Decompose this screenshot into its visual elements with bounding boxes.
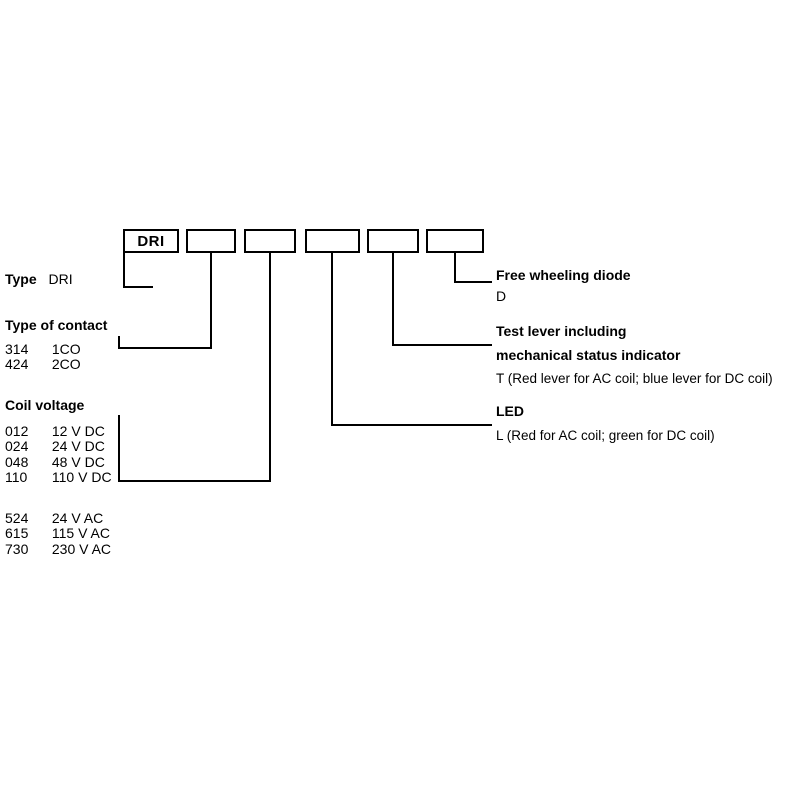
connector-diode-horizontal	[454, 281, 492, 283]
type-row: Type DRI	[5, 271, 73, 287]
connector-contact-horizontal	[118, 347, 212, 349]
code-box-diode	[426, 229, 484, 253]
coil-value: 12 V DC	[51, 423, 105, 439]
coil-row: 110 110 V DC	[5, 469, 112, 486]
code-box-test-lever	[367, 229, 419, 253]
contact-value: 2CO	[51, 356, 81, 373]
coil-row: 524 24 V AC	[5, 510, 111, 526]
connector-test-horizontal	[392, 344, 492, 346]
connector-coil-horizontal	[118, 480, 271, 482]
led-heading: LED	[496, 403, 524, 419]
type-label: Type	[5, 271, 37, 287]
type-value: DRI	[48, 271, 73, 287]
code-box-type-label: DRI	[137, 232, 165, 250]
coil-code: 730	[5, 540, 29, 557]
contact-heading: Type of contact	[5, 317, 108, 333]
connector-coil-vertical	[269, 252, 271, 482]
coil-ac-rows: 524 24 V AC 615 115 V AC 730 230 V AC	[5, 510, 112, 557]
connector-type-horizontal	[123, 286, 153, 288]
diode-value: D	[496, 288, 507, 304]
connector-diode-vertical	[454, 252, 456, 283]
coil-code: 012	[5, 423, 29, 439]
coil-heading: Coil voltage	[5, 397, 85, 413]
test-lever-value: T (Red lever for AC coil; blue lever for…	[496, 371, 773, 386]
contact-value: 1CO	[51, 341, 81, 357]
code-box-coil-voltage	[244, 229, 296, 253]
coil-row: 048 48 V DC	[5, 453, 112, 470]
test-lever-heading-line2: mechanical status indicator	[496, 347, 681, 363]
connector-contact-bracket	[118, 336, 120, 349]
diode-heading: Free wheeling diode	[496, 267, 631, 283]
coil-code: 615	[5, 525, 29, 542]
led-value: L (Red for AC coil; green for DC coil)	[496, 428, 715, 443]
code-box-contact	[186, 229, 236, 253]
contact-code: 424	[5, 356, 29, 373]
coil-value: 115 V AC	[51, 525, 111, 542]
code-box-type: DRI	[123, 229, 179, 253]
coil-code: 110	[5, 469, 28, 486]
coil-value: 24 V AC	[51, 510, 104, 526]
coil-code: 024	[5, 438, 29, 455]
coil-value: 24 V DC	[51, 438, 105, 455]
connector-contact-vertical	[210, 252, 212, 349]
coil-row: 615 115 V AC	[5, 525, 111, 542]
coil-dc-rows: 012 12 V DC 024 24 V DC 048 48 V DC 110 …	[5, 423, 112, 486]
coil-code: 524	[5, 510, 29, 526]
contact-code: 314	[5, 341, 29, 357]
contact-row: 424 2CO	[5, 356, 81, 373]
coil-row: 012 12 V DC	[5, 423, 112, 439]
connector-type-vertical	[123, 252, 125, 288]
coil-row: 024 24 V DC	[5, 438, 112, 455]
coil-value: 230 V AC	[51, 540, 112, 557]
coil-value: 110 V DC	[51, 469, 112, 486]
coil-value: 48 V DC	[51, 453, 105, 470]
connector-led-vertical	[331, 252, 333, 426]
coil-code: 048	[5, 453, 29, 470]
contact-rows: 314 1CO 424 2CO	[5, 341, 81, 373]
coil-row: 730 230 V AC	[5, 540, 112, 557]
contact-row: 314 1CO	[5, 341, 81, 357]
connector-test-vertical	[392, 252, 394, 346]
code-box-led	[305, 229, 360, 253]
connector-led-horizontal	[331, 424, 492, 426]
test-lever-heading-line1: Test lever including	[496, 323, 627, 339]
connector-coil-bracket	[118, 415, 120, 482]
